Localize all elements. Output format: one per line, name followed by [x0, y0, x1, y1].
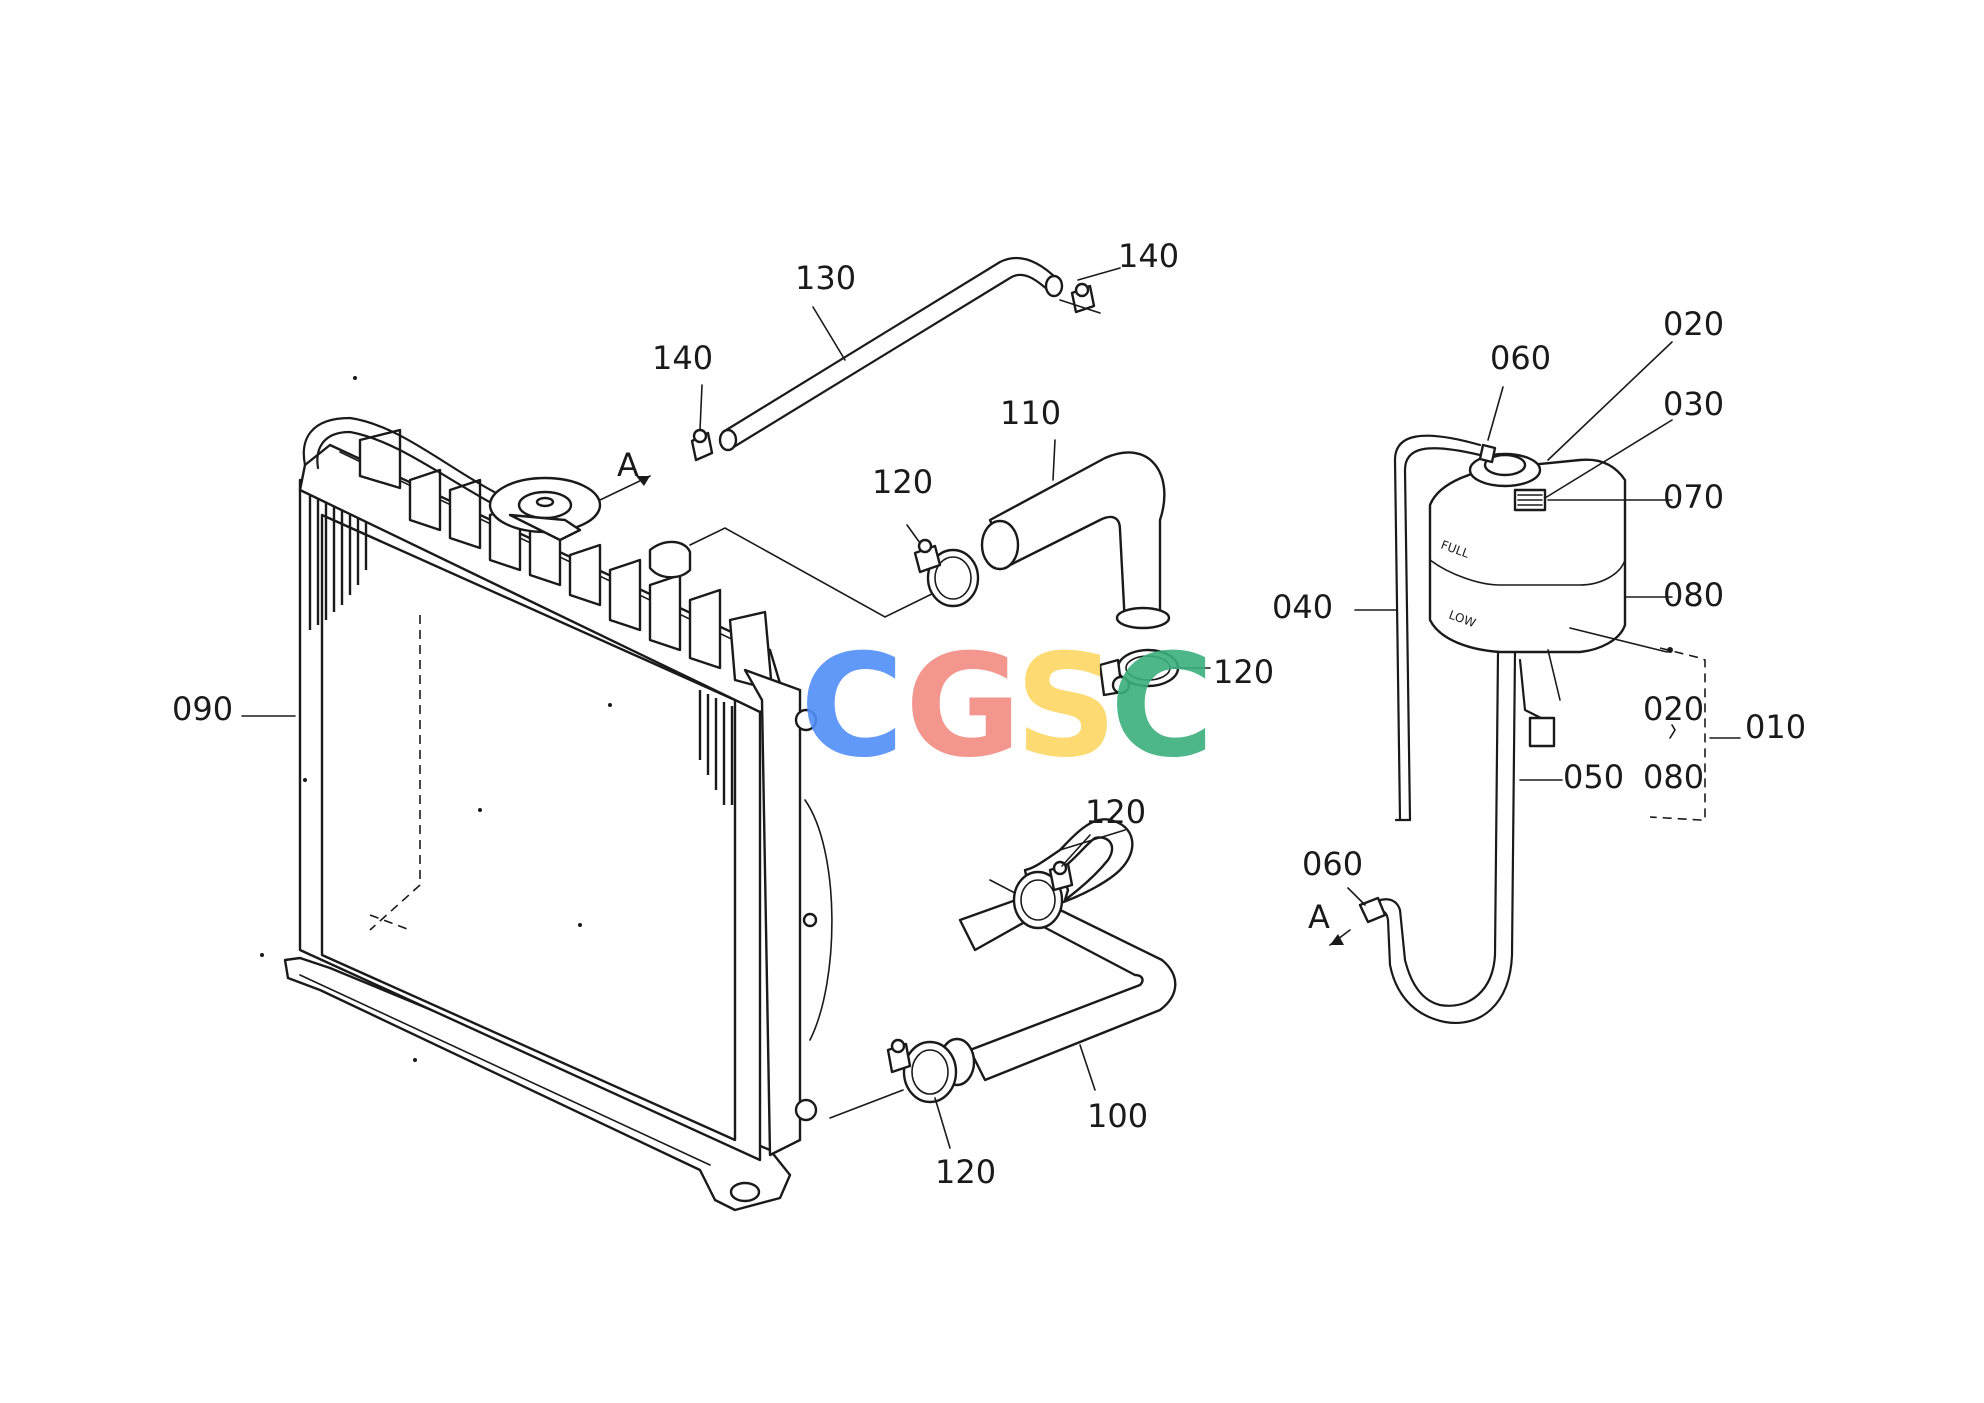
cgsc-watermark: C G S C	[800, 624, 1214, 789]
label-120-d: 120	[935, 1153, 996, 1191]
label-080-lower: 080	[1643, 758, 1704, 796]
radiator-assembly	[260, 376, 941, 1212]
arrow-a-upper	[599, 475, 651, 501]
label-050: 050	[1563, 758, 1624, 796]
hose-130	[690, 257, 1101, 462]
hose-100	[829, 818, 1177, 1119]
label-120-c: 120	[1085, 793, 1146, 831]
label-010: 010	[1745, 708, 1806, 746]
label-130: 130	[795, 259, 856, 297]
label-090: 090	[172, 690, 233, 728]
label-060-lower: 060	[1302, 845, 1363, 883]
label-140-upper: 140	[1118, 237, 1179, 275]
label-020-lower: 020	[1643, 690, 1704, 728]
label-110: 110	[1000, 394, 1061, 432]
radiator-fins-right	[698, 690, 734, 805]
watermark-letter-s: S	[1015, 624, 1117, 789]
watermark-letter-c1: C	[800, 624, 904, 789]
label-140-lower: 140	[652, 339, 713, 377]
label-040: 040	[1272, 588, 1333, 626]
label-120-a: 120	[872, 463, 933, 501]
part-labels: 130 140 140 A 110 120 120 120 120 100 09…	[172, 237, 1806, 1191]
label-020-upper: 020	[1663, 305, 1724, 343]
label-070: 070	[1663, 478, 1724, 516]
label-a-upper: A	[617, 446, 639, 484]
label-060-upper: 060	[1490, 339, 1551, 377]
label-100: 100	[1087, 1097, 1148, 1135]
watermark-letter-g: G	[905, 624, 1022, 789]
label-080-upper: 080	[1663, 576, 1724, 614]
hose-110	[913, 451, 1180, 697]
leader-lines	[241, 267, 1673, 1149]
label-a-lower: A	[1308, 898, 1330, 936]
label-030: 030	[1663, 385, 1724, 423]
reserve-tank-assembly: FULL LOW	[1329, 434, 1741, 1024]
watermark-letter-c2: C	[1110, 624, 1214, 789]
radiator-fins-left	[308, 492, 368, 630]
label-120-b: 120	[1213, 653, 1274, 691]
